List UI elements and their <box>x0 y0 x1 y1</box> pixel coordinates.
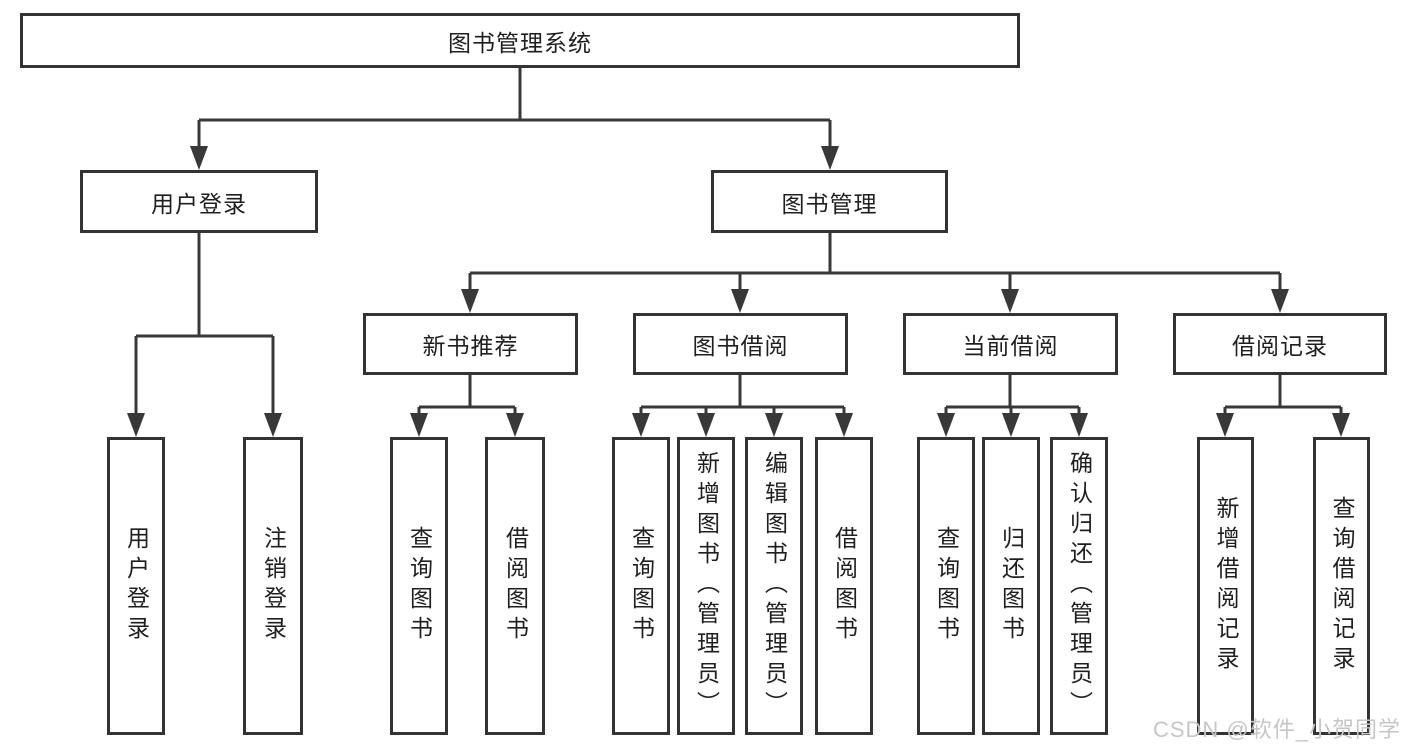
leaf-current-return-books: 归还图书 <box>982 437 1040 735</box>
leaf-logout-label: 注销登录 <box>260 526 287 646</box>
leaf-current-query-books: 查询图书 <box>917 437 975 735</box>
node-user-login-label: 用户登录 <box>151 190 247 217</box>
leaf-user-login-label: 用户登录 <box>123 526 150 646</box>
leaf-borrow-edit-books-admin: 编辑图书（管理员） <box>745 437 803 735</box>
node-borrow-records: 借阅记录 <box>1173 313 1387 375</box>
leaf-recommend-borrow-books-label: 借阅图书 <box>502 526 529 646</box>
leaf-records-query-record-label: 查询借阅记录 <box>1329 496 1355 676</box>
leaf-recommend-borrow-books: 借阅图书 <box>485 437 545 735</box>
leaf-borrow-query-books-label: 查询图书 <box>628 526 655 646</box>
node-root-system: 图书管理系统 <box>20 13 1020 68</box>
leaf-records-add-record-label: 新增借阅记录 <box>1213 496 1239 676</box>
leaf-records-query-record: 查询借阅记录 <box>1313 437 1370 735</box>
leaf-recommend-query-books-label: 查询图书 <box>406 526 433 646</box>
leaf-borrow-borrow-books-label: 借阅图书 <box>831 526 858 646</box>
leaf-user-login: 用户登录 <box>107 437 165 735</box>
leaf-records-add-record: 新增借阅记录 <box>1197 437 1254 735</box>
leaf-borrow-query-books: 查询图书 <box>612 437 670 735</box>
node-book-borrow-label: 图书借阅 <box>692 333 789 359</box>
leaf-logout: 注销登录 <box>243 437 303 735</box>
node-book-borrow: 图书借阅 <box>633 313 848 375</box>
node-new-book-recommend: 新书推荐 <box>363 313 578 375</box>
csdn-watermark: CSDN @软件_小贺同学 <box>1152 717 1401 742</box>
node-user-login: 用户登录 <box>80 170 318 233</box>
node-current-borrow-label: 当前借阅 <box>962 333 1059 359</box>
leaf-borrow-edit-books-admin-label: 编辑图书（管理员） <box>761 451 788 721</box>
leaf-borrow-add-books-admin: 新增图书（管理员） <box>677 437 735 735</box>
node-borrow-records-label: 借阅记录 <box>1232 333 1328 359</box>
node-book-management-label: 图书管理 <box>781 190 878 217</box>
leaf-borrow-add-books-admin-label: 新增图书（管理员） <box>693 451 720 721</box>
leaf-borrow-borrow-books: 借阅图书 <box>815 437 873 735</box>
node-book-management: 图书管理 <box>711 170 948 233</box>
leaf-recommend-query-books: 查询图书 <box>390 437 448 735</box>
leaf-current-confirm-return-admin-label: 确认归还（管理员） <box>1066 451 1093 721</box>
leaf-current-confirm-return-admin: 确认归还（管理员） <box>1050 437 1108 735</box>
node-new-book-recommend-label: 新书推荐 <box>422 333 519 359</box>
leaf-current-return-books-label: 归还图书 <box>998 526 1025 646</box>
leaf-current-query-books-label: 查询图书 <box>933 526 960 646</box>
node-current-borrow: 当前借阅 <box>903 313 1118 375</box>
node-root-label: 图书管理系统 <box>448 29 592 56</box>
